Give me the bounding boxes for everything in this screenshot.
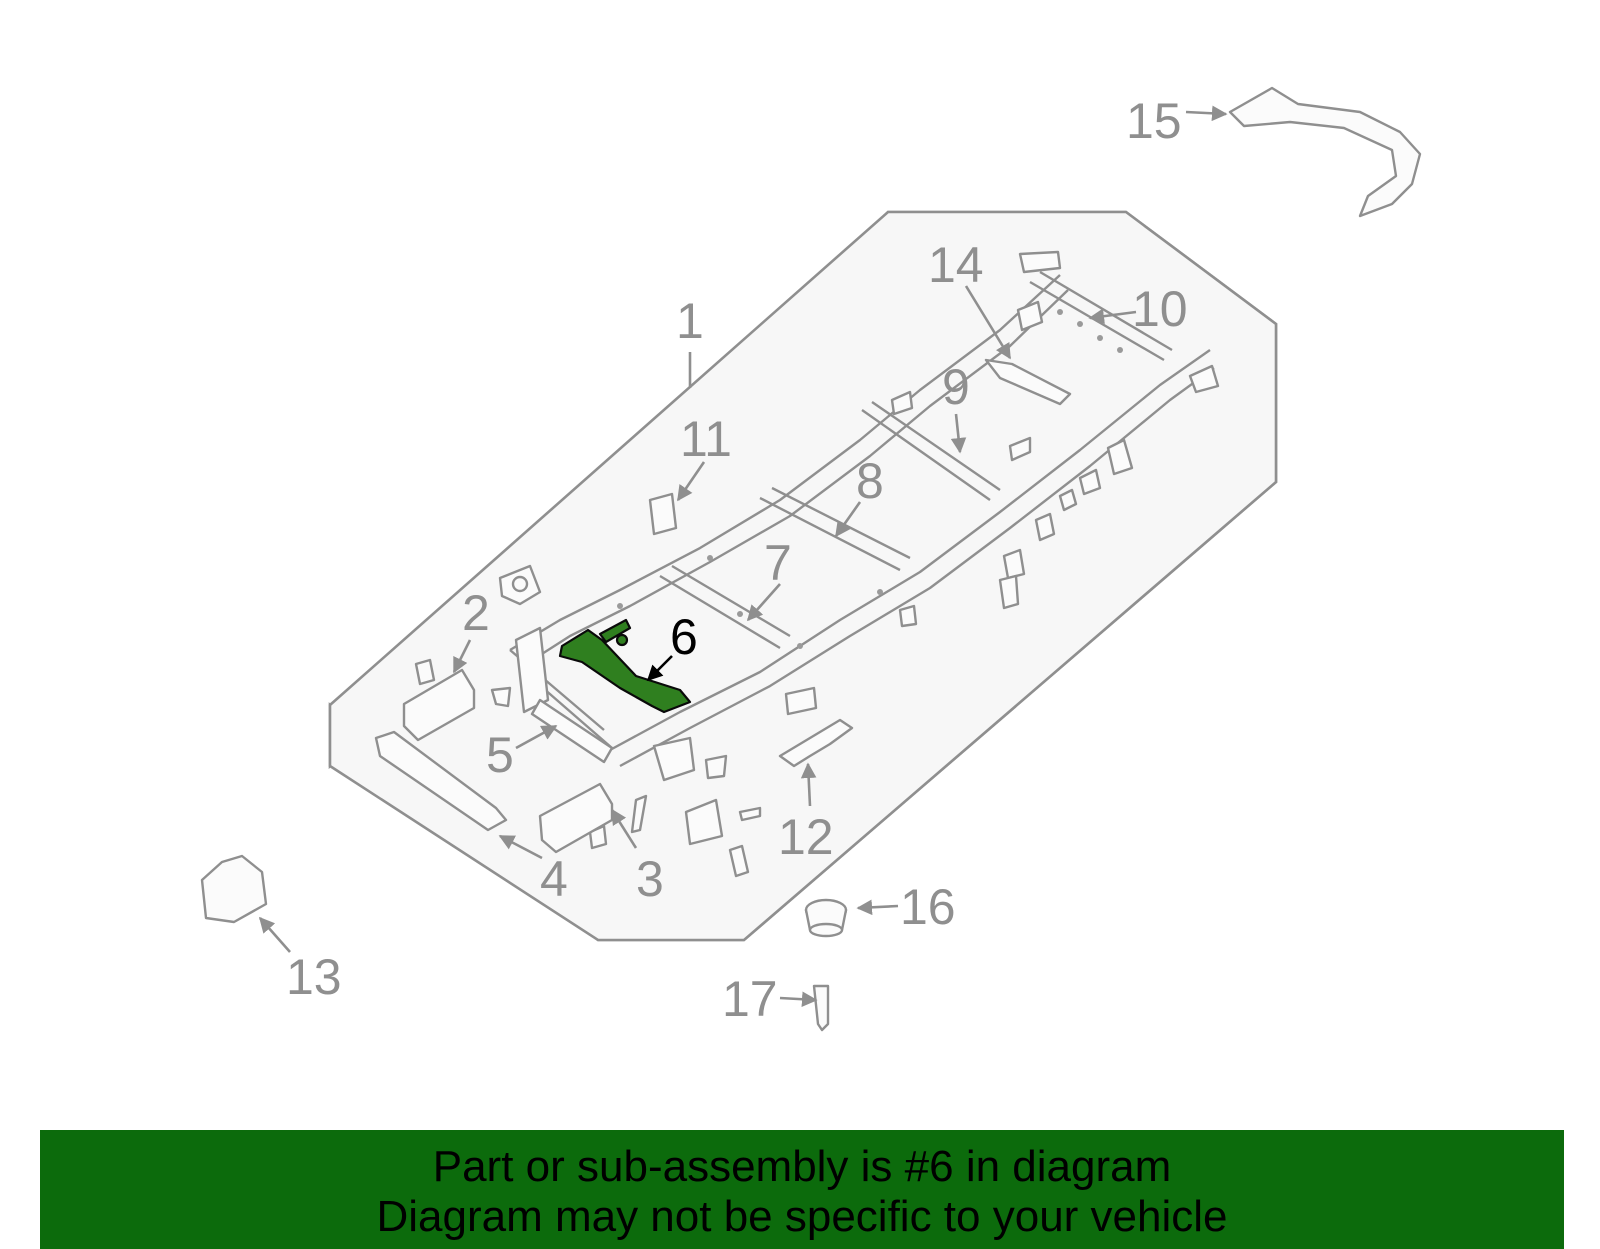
callout-4: 4: [540, 851, 568, 907]
callout-2: 2: [462, 585, 490, 641]
leader-lines: [258, 105, 1228, 1008]
banner-line-disclaimer: Diagram may not be specific to your vehi…: [376, 1192, 1228, 1241]
callout-6: 6: [670, 609, 698, 665]
part-16-shape: [804, 898, 848, 938]
part-14-shape: [984, 358, 1072, 406]
callout-8: 8: [856, 453, 884, 509]
part-15-shape: [1228, 86, 1422, 218]
callout-14: 14: [928, 237, 984, 293]
callout-15: 15: [1126, 93, 1182, 149]
part-info-banner: Part or sub-assembly is #6 in diagram Di…: [40, 1130, 1564, 1249]
callout-16: 16: [900, 879, 956, 935]
callout-5: 5: [486, 727, 514, 783]
callout-1: 1: [676, 293, 704, 349]
callout-11: 11: [680, 411, 732, 467]
part-12-shape: [778, 718, 854, 768]
part-6-highlighted: [558, 618, 692, 714]
frame-brackets: [414, 300, 1220, 878]
banner-line-part: Part or sub-assembly is #6 in diagram: [432, 1142, 1172, 1191]
callout-9: 9: [942, 359, 970, 415]
callout-10: 10: [1132, 281, 1188, 337]
callout-7: 7: [764, 535, 792, 591]
part-13-shape: [200, 854, 268, 924]
callout-3: 3: [636, 851, 664, 907]
frame-assembly: [509, 250, 1215, 768]
part-17-shape: [812, 984, 830, 1032]
part-4-shape: [374, 730, 508, 832]
callout-12: 12: [778, 809, 834, 865]
callout-17: 17: [722, 971, 778, 1027]
callout-labels: 1 2 3 4 5 6 7 8 9 10 11 12 13 14 15 16 1…: [286, 93, 1188, 1027]
callout-13: 13: [286, 949, 342, 1005]
